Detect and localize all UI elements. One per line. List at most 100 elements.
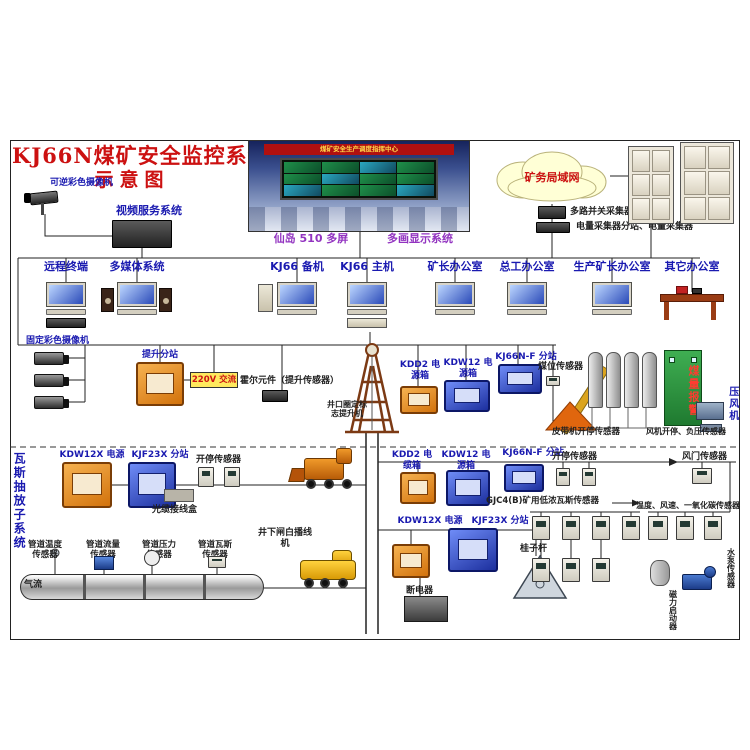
lan-cloud-shape (496, 151, 607, 202)
label-kj66-backup: KJ66 备机 (270, 260, 324, 273)
label-onoff-sensor: 开停传感器 (196, 455, 242, 465)
hoist-station-device-icon (136, 362, 184, 406)
label-ug-onoff: 开停传感器 (552, 452, 598, 462)
computer-tower-icon (258, 284, 273, 312)
label-kdw12x-power: KDW12X 电源 (59, 450, 125, 460)
flow-meter-icon (94, 556, 114, 570)
computer-icon (435, 282, 475, 315)
wheel-icon (342, 479, 352, 489)
label-ug-kj66nf: KJ66N-F 分站 (502, 448, 564, 458)
desk-item-icon (692, 288, 702, 294)
fixed-camera-icon (34, 352, 69, 365)
wheel-icon (306, 479, 316, 489)
ptz-camera-icon (20, 188, 68, 218)
label-220v: 220V 交流 (191, 375, 237, 385)
label-kdd2-power: KDD2 电源箱 (399, 360, 441, 381)
computer-icon (117, 282, 157, 315)
drainage-pipe-icon (20, 574, 264, 600)
label-ug-kdd2: KDD2 电缆箱 (391, 450, 433, 471)
wheel-icon (338, 578, 348, 588)
label-video-system: 视频服务系统 (116, 204, 182, 217)
label-other-office: 其它办公室 (664, 260, 720, 273)
label-kj66nf-station: KJ66N-F 分站 (495, 352, 557, 362)
ug-kj66nf-station-icon (504, 464, 544, 492)
label-reversible-camera: 可逆彩色摄像机 (50, 178, 114, 188)
label-kjf23x-station: KJF23X 分站 (131, 450, 189, 460)
video-server-icon (112, 220, 172, 248)
desk-leg-icon (664, 302, 669, 320)
coal-silo-icon (642, 352, 657, 408)
control-room-photo: 煤矿安全生产调度指挥中心 (248, 140, 470, 232)
label-multimedia: 多媒体系统 (109, 260, 165, 273)
ug-kdw12x-power-icon (392, 544, 430, 578)
sensor-box-icon (532, 516, 550, 540)
label-ug-kdw12x: KDW12X 电源 (397, 516, 463, 526)
computer-icon (347, 282, 387, 315)
equipment-cabinet-icon (628, 146, 674, 224)
label-ug-kdw12: KDW12 电源箱 (441, 450, 491, 471)
sensor-box-icon (704, 516, 722, 540)
onoff-sensor-icon (198, 467, 214, 487)
desk-leg-icon (711, 302, 716, 320)
label-breaker: 断电器 (406, 586, 434, 596)
label-hoist-station: 提升分站 (141, 350, 178, 360)
onoff-sensor-icon (582, 468, 596, 486)
air-compressor-base-icon (700, 424, 722, 432)
silo-legs (586, 408, 660, 429)
power-220v-box: 220V 交流 (190, 372, 238, 388)
computer-icon (592, 282, 632, 315)
control-room-floor (249, 207, 469, 231)
thermometer-icon (50, 548, 60, 558)
kj66nf-station-icon (498, 364, 542, 394)
label-collector1: 多路并关采集器 (570, 207, 634, 217)
sensor-box-icon (592, 558, 610, 582)
label-airflow: 气流 (24, 580, 43, 590)
label-scale: 桂子杆 (520, 544, 548, 554)
wheel-icon (324, 479, 334, 489)
sensor-box-icon (562, 516, 580, 540)
control-room-banner: 煤矿安全生产调度指挥中心 (264, 144, 454, 155)
sensor-box-icon (562, 558, 580, 582)
fixed-camera-icon (34, 396, 69, 409)
label-magnetic-starter: 磁力启动器 (668, 590, 678, 630)
coal-pile-icon (544, 401, 598, 431)
diagram-title: KJ66N煤矿安全监控系统 (12, 143, 270, 168)
door-sensor-icon (692, 468, 712, 484)
collector-device-icon (538, 206, 566, 219)
label-pipe-gas: 管道瓦斯传感器 (197, 540, 232, 561)
label-ug-kjf23x: KJF23X 分站 (471, 516, 529, 526)
gas-sensor-icon (208, 556, 226, 568)
fiber-junction-box-icon (164, 489, 194, 502)
kdd2-power-box-icon (400, 386, 438, 414)
sensor-box-icon (532, 558, 550, 582)
label-kdw12-power: KDW12 电源箱 (443, 358, 493, 379)
onoff-sensor-icon (556, 468, 570, 486)
label-pump-sensor: 水泵传感器 (726, 548, 736, 588)
diagram-subtitle: 示意图 (94, 169, 170, 191)
coal-silo-icon (624, 352, 639, 408)
label-pipe-temp: 管道温度传感器 (27, 540, 62, 561)
video-wall-icon (279, 158, 439, 200)
air-compressor-icon (696, 402, 724, 420)
label-fixed-camera: 固定彩色摄像机 (26, 336, 90, 346)
coal-alarm-building-icon: 煤量报警 (664, 350, 702, 426)
label-belt-sensor: 皮带机开停传感器 (552, 427, 621, 437)
onoff-sensor-icon (224, 467, 240, 487)
label-screen-left: 仙岛 510 多屏 (273, 232, 349, 245)
label-gjc4-sensor: GJC4(B)矿用低浓瓦斯传感器 (486, 496, 600, 506)
label-multi-sensor: 温度、风速、一氧化碳传感器 (636, 501, 740, 510)
sensor-box-icon (592, 516, 610, 540)
speaker-icon (101, 288, 114, 312)
label-shaft-hoist: 井口圈定标志提升机 (327, 400, 367, 419)
desk-item-icon (676, 286, 688, 294)
desk-icon (660, 294, 724, 302)
locomotive-body-icon (300, 560, 356, 580)
speaker-icon (159, 288, 172, 312)
wheel-icon (320, 578, 330, 588)
desktop-case-icon (347, 318, 387, 328)
computer-icon (507, 282, 547, 315)
coal-silo-icon (606, 352, 621, 408)
terminal-device-icon (46, 318, 86, 328)
